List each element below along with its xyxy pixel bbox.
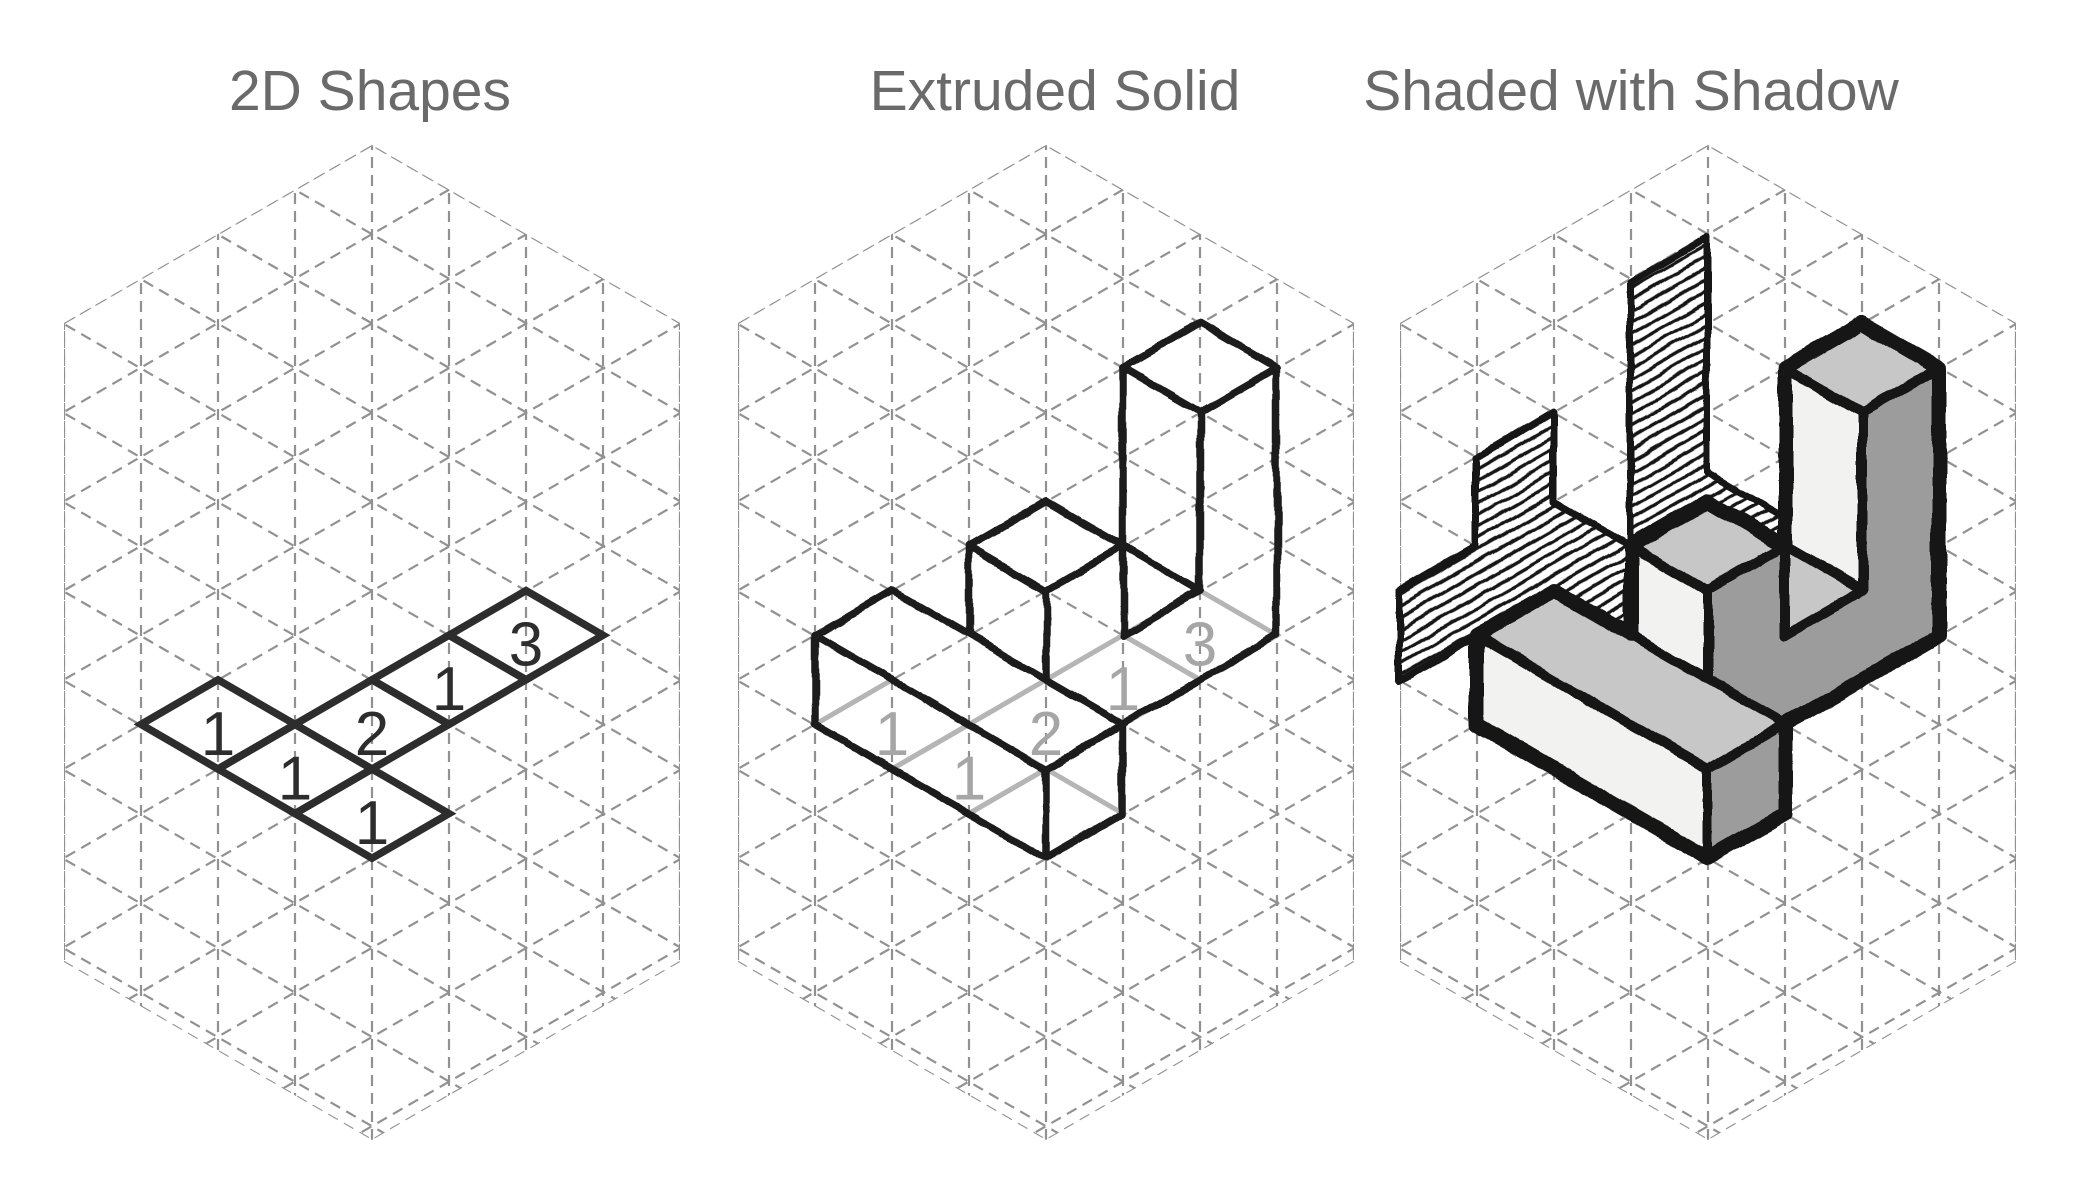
- face-left: [1785, 367, 1862, 591]
- cell-height-label: 3: [1183, 611, 1217, 680]
- panel-title-2d-shapes: 2D Shapes: [228, 59, 512, 123]
- panel-title-extruded-solid: Extruded Solid: [869, 59, 1241, 123]
- cell-height-label: 2: [355, 700, 389, 769]
- cell-height-label: 2: [1029, 700, 1063, 769]
- shaded-solid: [1469, 315, 1947, 866]
- cell-height-label: 1: [875, 700, 909, 769]
- face-right: [1862, 367, 1939, 680]
- face-top: [1477, 590, 1785, 769]
- cell-height-label: 1: [1106, 655, 1140, 724]
- cell-height-label: 1: [201, 700, 235, 769]
- iso-grid-panel-1: [64, 145, 680, 1140]
- face-left: [1477, 635, 1708, 859]
- cell-height-label: 1: [952, 744, 986, 813]
- cell-height-label: 1: [355, 789, 389, 858]
- face-top: [1785, 323, 1939, 413]
- face-top: [1785, 546, 1862, 636]
- cell-height-label: 1: [432, 655, 466, 724]
- face-right: [1708, 546, 1785, 725]
- face-right: [1785, 590, 1862, 725]
- solid-silhouette-outline: [1469, 315, 1947, 866]
- cell-height-label: 3: [509, 611, 543, 680]
- cell-height-label: 1: [278, 744, 312, 813]
- panel-title-shaded-with-shadow: Shaded with Shadow: [1363, 59, 1899, 123]
- extruded-solid-wireframe: [811, 319, 1281, 862]
